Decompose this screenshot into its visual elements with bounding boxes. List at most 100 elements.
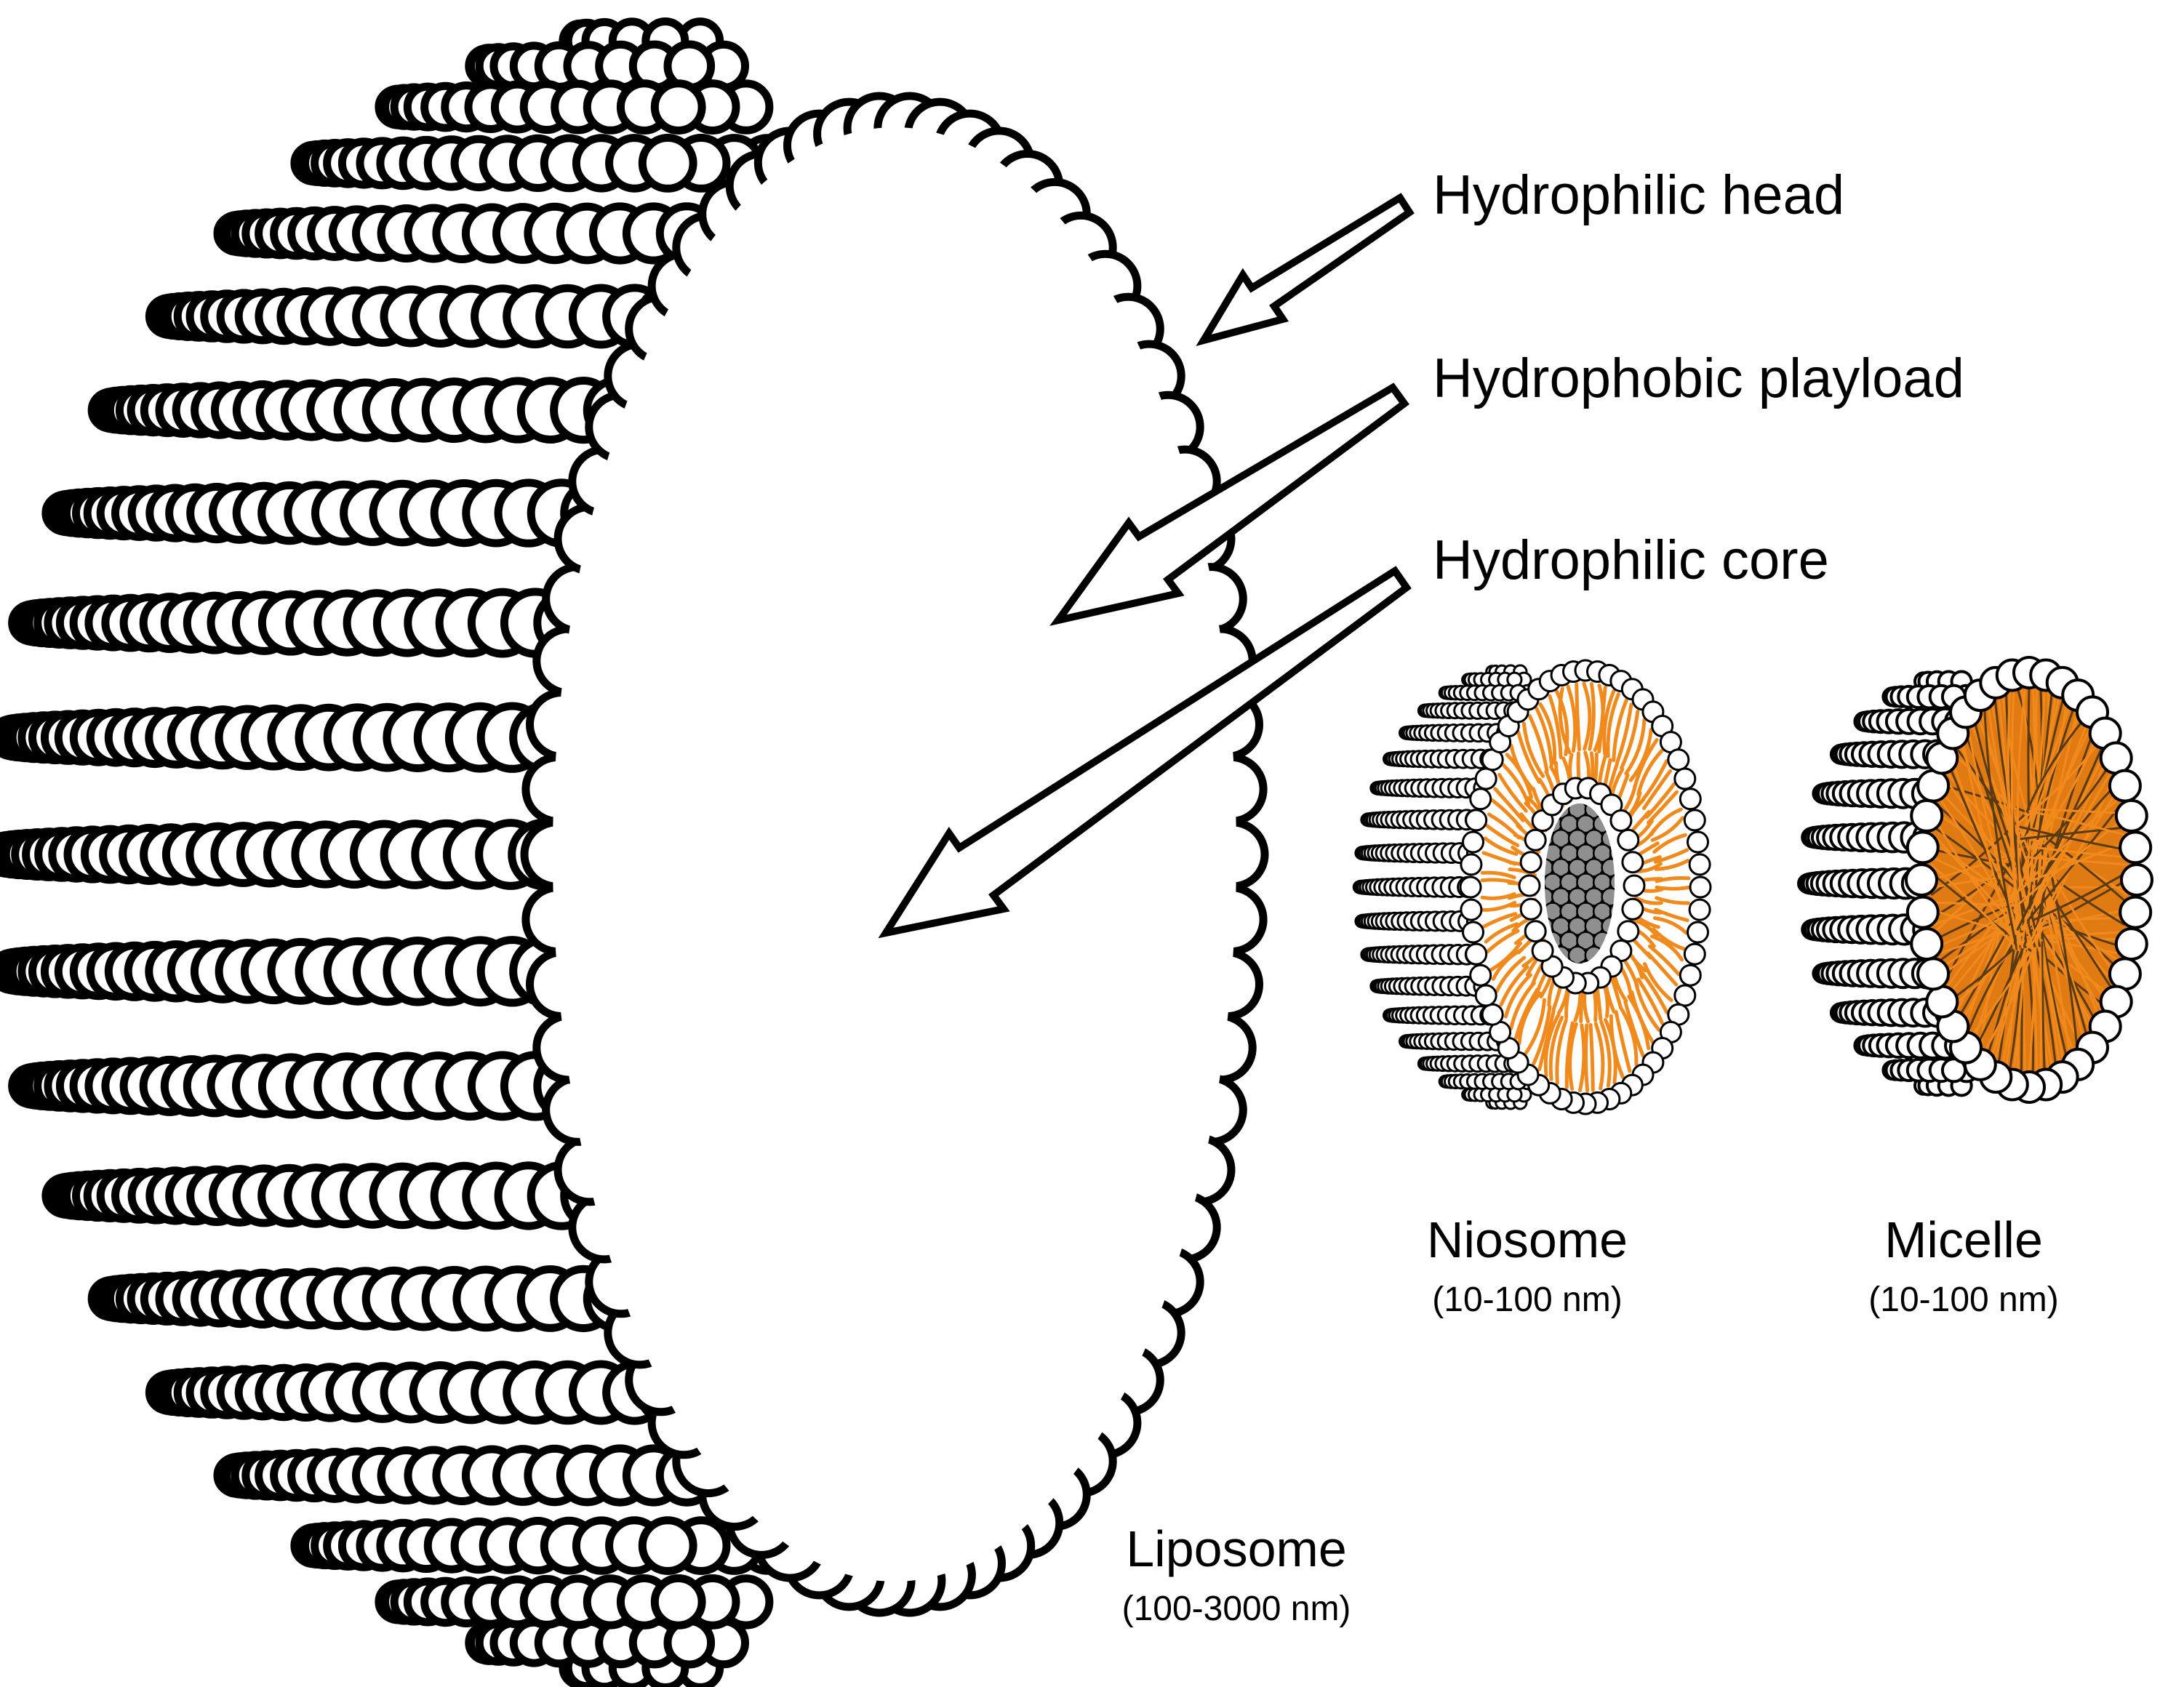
lipid-tail: [1521, 721, 1545, 778]
lipid-tail: [1532, 1005, 1552, 1065]
lipid-tail: [1503, 973, 1532, 1019]
lipid-head: [1609, 809, 1633, 832]
lipid-tail: [2020, 754, 2105, 931]
lipid-tail: [1480, 870, 1516, 880]
lipid-head: [1679, 963, 1702, 987]
micelle-cut-face: [1905, 656, 2153, 1104]
lipid-tail: [1495, 955, 1527, 993]
lipid-tail: [2010, 689, 2020, 951]
lipid-tail: [1535, 706, 1553, 768]
lipid-tail: [1636, 977, 1665, 1025]
lipid-tail: [1483, 836, 1519, 856]
lipid-tail: [1606, 692, 1620, 758]
lipid-tail: [1937, 920, 2039, 955]
liposome-cut-surface: [553, 127, 1236, 1582]
lipid-head: [1623, 874, 1646, 897]
liposome-illustration: [0, 17, 1269, 1687]
lipid-head: [1925, 985, 1959, 1019]
lipid-tail: [1582, 681, 1592, 751]
lipid-tail: [2016, 687, 2027, 891]
lipid-tail: [2015, 742, 2100, 826]
lipid-tail: [1527, 714, 1549, 773]
lipid-head: [2114, 798, 2148, 833]
lipid-head: [1519, 897, 1543, 921]
lipid-tail: [2036, 696, 2061, 840]
lipid-tail: [1654, 859, 1690, 871]
label-hydrophilic-core: Hydrophilic core: [1433, 529, 1829, 591]
lipid-tail: [1514, 987, 1540, 1040]
lipid-tail: [1642, 769, 1673, 810]
lipid-tail: [1493, 787, 1525, 822]
lipid-tail: [1485, 824, 1520, 848]
niosome-illustration: [1352, 659, 1712, 1115]
arrow-hydrophilic-core: [878, 566, 1412, 939]
lipid-tail: [1480, 892, 1516, 900]
lipid-head: [1621, 897, 1644, 921]
lipid-head: [1683, 942, 1706, 966]
lipid-tail: [1967, 728, 2024, 949]
lipid-tail: [1588, 1023, 1595, 1092]
lipid-tail: [1558, 686, 1572, 755]
lipid-head: [2120, 863, 2153, 897]
arrow-hydrophilic-head: [1196, 193, 1415, 347]
lipid-head: [1679, 788, 1702, 811]
label-niosome-size: (10-100 nm): [1432, 1281, 1623, 1319]
lipid-tail: [1548, 1015, 1564, 1081]
lipid-tail: [2032, 766, 2110, 859]
core-particle: [1609, 902, 1615, 921]
lipid-head: [2108, 957, 2142, 991]
lipid-head: [1688, 898, 1711, 921]
lipid-head: [1465, 809, 1488, 832]
label-niosome: Niosome: [1426, 1211, 1628, 1268]
core-particle: [1576, 960, 1596, 963]
label-micelle-size: (10-100 nm): [1868, 1281, 2059, 1319]
lipid-tail: [2031, 778, 2114, 945]
lipid-tail: [1537, 1009, 1556, 1072]
lipid-tail: [1628, 728, 1653, 782]
micelle-illustration: [1797, 656, 2153, 1104]
lipid-tail: [1481, 900, 1517, 912]
lipid-tail: [1509, 981, 1536, 1030]
lipid-tail: [1648, 944, 1681, 977]
lipid-head: [1531, 939, 1554, 962]
lipid-tail: [1935, 896, 2031, 941]
lipid-tail: [1650, 934, 1684, 962]
lipid-tail: [2031, 808, 2121, 814]
lipid-head: [1621, 851, 1644, 874]
lipid-tail: [1614, 1010, 1632, 1073]
lipid-head: [1689, 875, 1712, 899]
lipid-tail: [1935, 820, 2017, 943]
lipid-tail: [1627, 995, 1651, 1051]
lipid-head: [650, 79, 706, 135]
lipid-tail: [1578, 1023, 1586, 1093]
lipid-tail: [1599, 1019, 1612, 1088]
lipid-tail: [1593, 1022, 1605, 1091]
lipid-tail: [2027, 686, 2033, 920]
lipid-head: [638, 134, 697, 193]
lipid-tail: [1568, 1022, 1578, 1091]
lipid-tail: [2025, 845, 2127, 859]
lipid-tail: [1482, 912, 1518, 929]
lipid-head: [1683, 809, 1706, 832]
lipid-head: [1688, 853, 1711, 876]
lipid-head: [2119, 830, 2153, 865]
lipid-tail: [2005, 870, 2025, 1067]
label-micelle: Micelle: [1884, 1211, 2043, 1268]
lipid-tail: [1548, 694, 1563, 760]
lipid-head: [1905, 830, 1940, 865]
lipid-tail: [1967, 939, 2017, 1032]
lipid-tail: [1643, 962, 1673, 1003]
lipid-head: [1673, 984, 1697, 1007]
lipid-tail: [2025, 856, 2127, 866]
lipid-head: [650, 1574, 706, 1630]
niosome-cut-face: [1459, 659, 1712, 1115]
lipid-tail: [1485, 929, 1520, 954]
lipid-head: [1460, 898, 1483, 921]
lipid-tail: [2036, 737, 2097, 845]
lipid-tail: [2020, 826, 2124, 841]
lipid-tail: [1620, 710, 1640, 770]
lipid-head: [1518, 874, 1541, 897]
lipid-head: [1481, 1003, 1504, 1026]
lipid-tail: [1566, 684, 1577, 753]
